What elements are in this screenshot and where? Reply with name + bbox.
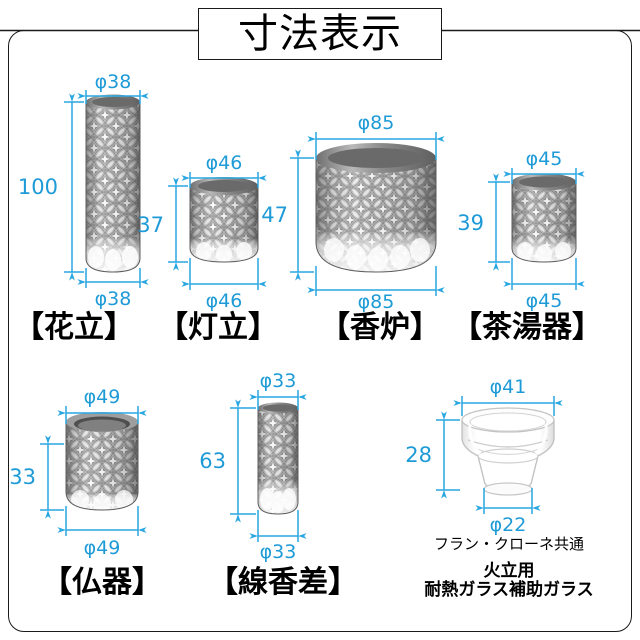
hitate-bottom-dim: φ46 (206, 290, 243, 312)
hitate-top-dim: φ46 (206, 152, 243, 174)
hojo-glass-caption-line2: 耐熱ガラス補助ガラス (424, 580, 594, 601)
hojo-glass-height-dim: 28 (405, 443, 432, 467)
hojo-glass-compat-note: フラン・クローネ共通 (433, 535, 584, 553)
item-bukki: φ49 φ49 33 (9, 384, 174, 559)
item-hojo-glass: φ41 φ22 28 (405, 372, 620, 537)
caption-koro: 【香炉】 (320, 310, 440, 345)
page-title-box: 寸法表示 (198, 8, 442, 60)
hojo-glass-caption-line1: 火立用 (483, 561, 535, 581)
page-title: 寸法表示 (238, 11, 402, 57)
senkosashi-glass-body (257, 402, 299, 515)
bukki-bottom-dim: φ49 (84, 537, 121, 559)
bukki-glass-body (65, 412, 139, 514)
caption-senkosashi: 【線香差】 (208, 565, 358, 600)
koro-bottom-dim: φ85 (358, 291, 395, 313)
hojo-glass-bottom-dim: φ22 (490, 514, 527, 536)
hanatate-top-dim: φ38 (95, 71, 132, 93)
senkosashi-bottom-dim: φ33 (260, 541, 297, 563)
hojo-glass-dimensions (436, 396, 563, 514)
bukki-top-dim: φ49 (84, 386, 121, 408)
bukki-height-dim: 33 (9, 465, 36, 489)
hanatate-bottom-dim: φ38 (95, 288, 132, 310)
caption-bukki: 【仏器】 (42, 565, 162, 600)
chatouki-height-dim: 39 (457, 211, 484, 235)
koro-top-dim: φ85 (358, 112, 395, 134)
hitate-glass-body (189, 177, 259, 263)
chatouki-glass-body (511, 173, 577, 263)
koro-glass-body (315, 143, 437, 273)
caption-hanatate: 【花立】 (14, 310, 134, 345)
caption-hitate: 【灯立】 (158, 310, 278, 345)
title-flank-rules (0, 29, 640, 32)
item-hanatate: φ38 φ38 100 (18, 60, 178, 310)
bukki-dimensions (40, 406, 147, 536)
chatouki-dimensions (488, 168, 585, 290)
hojo-glass-caption: 火立用 耐熱ガラス補助ガラス (384, 561, 634, 601)
koro-dimensions (290, 132, 445, 296)
item-koro: φ85 φ85 47 (261, 110, 469, 313)
caption-chatouki: 【茶湯器】 (452, 310, 602, 345)
senkosashi-top-dim: φ33 (260, 370, 297, 392)
hojo-glass-top-dim: φ41 (490, 376, 527, 398)
item-senkosashi: φ33 φ33 63 (196, 368, 356, 563)
senkosashi-height-dim: 63 (199, 449, 226, 473)
hanatate-dimensions (64, 90, 149, 288)
item-hitate: φ46 φ46 37 (137, 150, 298, 312)
hanatate-glass-body (85, 94, 141, 273)
hojo-glass-body (461, 407, 555, 496)
senkosashi-dimensions (230, 390, 307, 542)
chatouki-top-dim: φ45 (526, 148, 563, 170)
hitate-height-dim: 37 (137, 213, 164, 237)
hitate-dimensions (168, 172, 267, 290)
koro-height-dim: 47 (261, 203, 288, 227)
hanatate-height-dim: 100 (18, 175, 58, 199)
item-chatouki: φ45 φ45 39 (457, 146, 630, 312)
chatouki-bottom-dim: φ45 (526, 290, 563, 312)
